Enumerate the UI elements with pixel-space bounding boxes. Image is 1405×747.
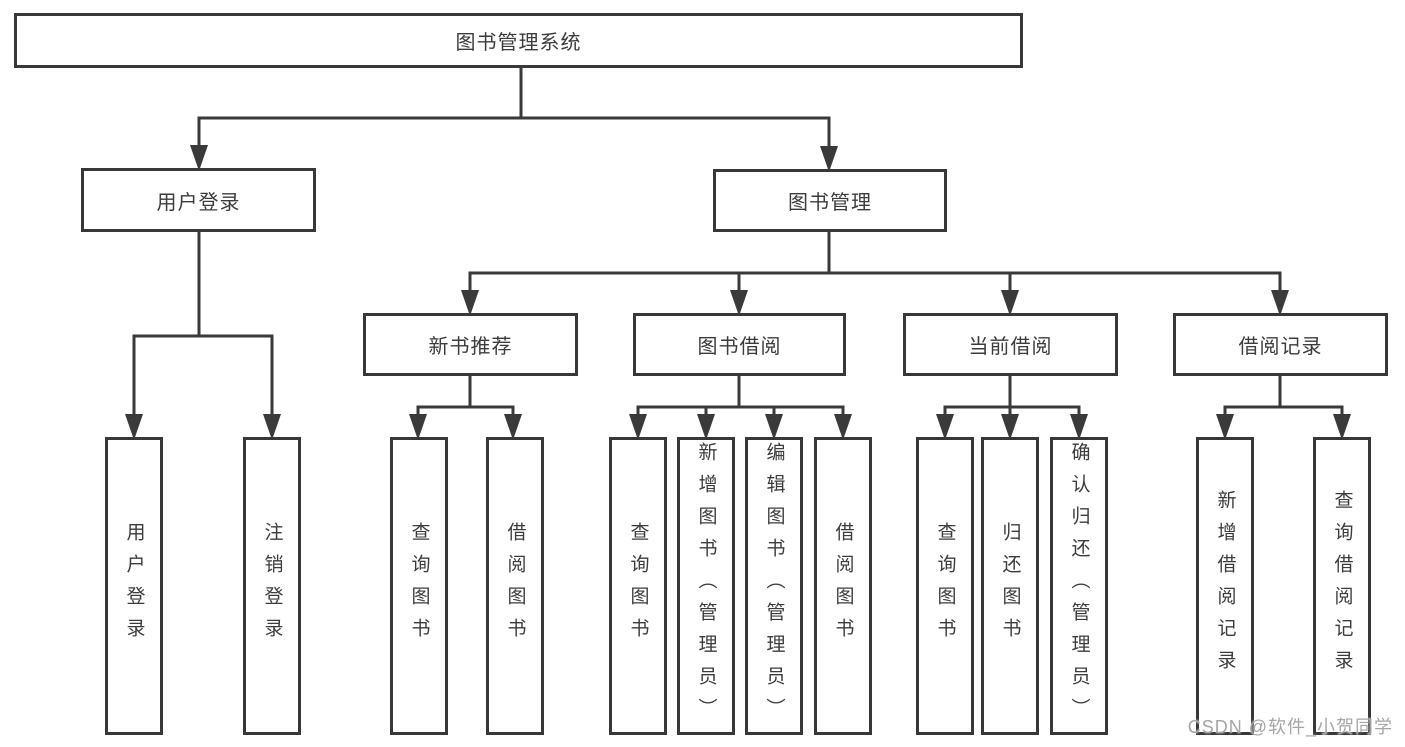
node-label: 新增图书（管理员） <box>695 442 717 730</box>
node-leaf-query-books-3: 查询图书 <box>916 437 974 735</box>
node-label: 新书推荐 <box>428 336 513 358</box>
node-label: 查询图书 <box>934 522 956 650</box>
node-label: 当前借阅 <box>968 336 1053 358</box>
node-leaf-confirm-return-admin: 确认归还（管理员） <box>1050 437 1108 735</box>
node-leaf-add-books-admin: 新增图书（管理员） <box>677 437 735 735</box>
node-new-book-recommend: 新书推荐 <box>363 313 578 376</box>
node-root: 图书管理系统 <box>14 13 1023 68</box>
node-label: 借阅图书 <box>832 522 854 650</box>
node-user-login-group: 用户登录 <box>81 168 316 232</box>
node-leaf-query-borrow-record: 查询借阅记录 <box>1313 437 1371 735</box>
node-label: 图书管理 <box>788 192 872 214</box>
node-label: 查询图书 <box>627 522 649 650</box>
node-label: 注销登录 <box>261 522 283 650</box>
node-leaf-add-borrow-record: 新增借阅记录 <box>1196 437 1254 735</box>
node-leaf-user-login: 用户登录 <box>105 437 163 735</box>
node-leaf-edit-books-admin: 编辑图书（管理员） <box>745 437 803 735</box>
node-label: 编辑图书（管理员） <box>763 442 785 730</box>
node-current-borrowing: 当前借阅 <box>903 313 1118 376</box>
node-label: 归还图书 <box>999 522 1021 650</box>
node-borrowing-records: 借阅记录 <box>1173 313 1388 376</box>
node-label: 查询图书 <box>408 522 430 650</box>
node-label: 确认归还（管理员） <box>1068 442 1090 730</box>
node-leaf-logout: 注销登录 <box>243 437 301 735</box>
node-leaf-borrow-books-1: 借阅图书 <box>486 437 544 735</box>
node-leaf-borrow-books-2: 借阅图书 <box>814 437 872 735</box>
node-book-borrowing: 图书借阅 <box>633 313 846 376</box>
node-label: 图书借阅 <box>697 336 782 358</box>
node-label: 用户登录 <box>156 191 241 214</box>
node-leaf-return-books: 归还图书 <box>981 437 1039 735</box>
node-leaf-query-books-1: 查询图书 <box>390 437 448 735</box>
node-label: 查询借阅记录 <box>1331 490 1353 682</box>
node-book-management: 图书管理 <box>713 169 947 232</box>
node-leaf-query-books-2: 查询图书 <box>609 437 667 735</box>
csdn-watermark: CSDN @软件_小贺同学 <box>1187 717 1393 737</box>
node-label: 图书管理系统 <box>455 32 582 54</box>
node-label: 借阅记录 <box>1238 336 1323 358</box>
node-label: 借阅图书 <box>504 522 526 650</box>
node-label: 用户登录 <box>123 522 145 650</box>
node-label: 新增借阅记录 <box>1214 490 1236 682</box>
